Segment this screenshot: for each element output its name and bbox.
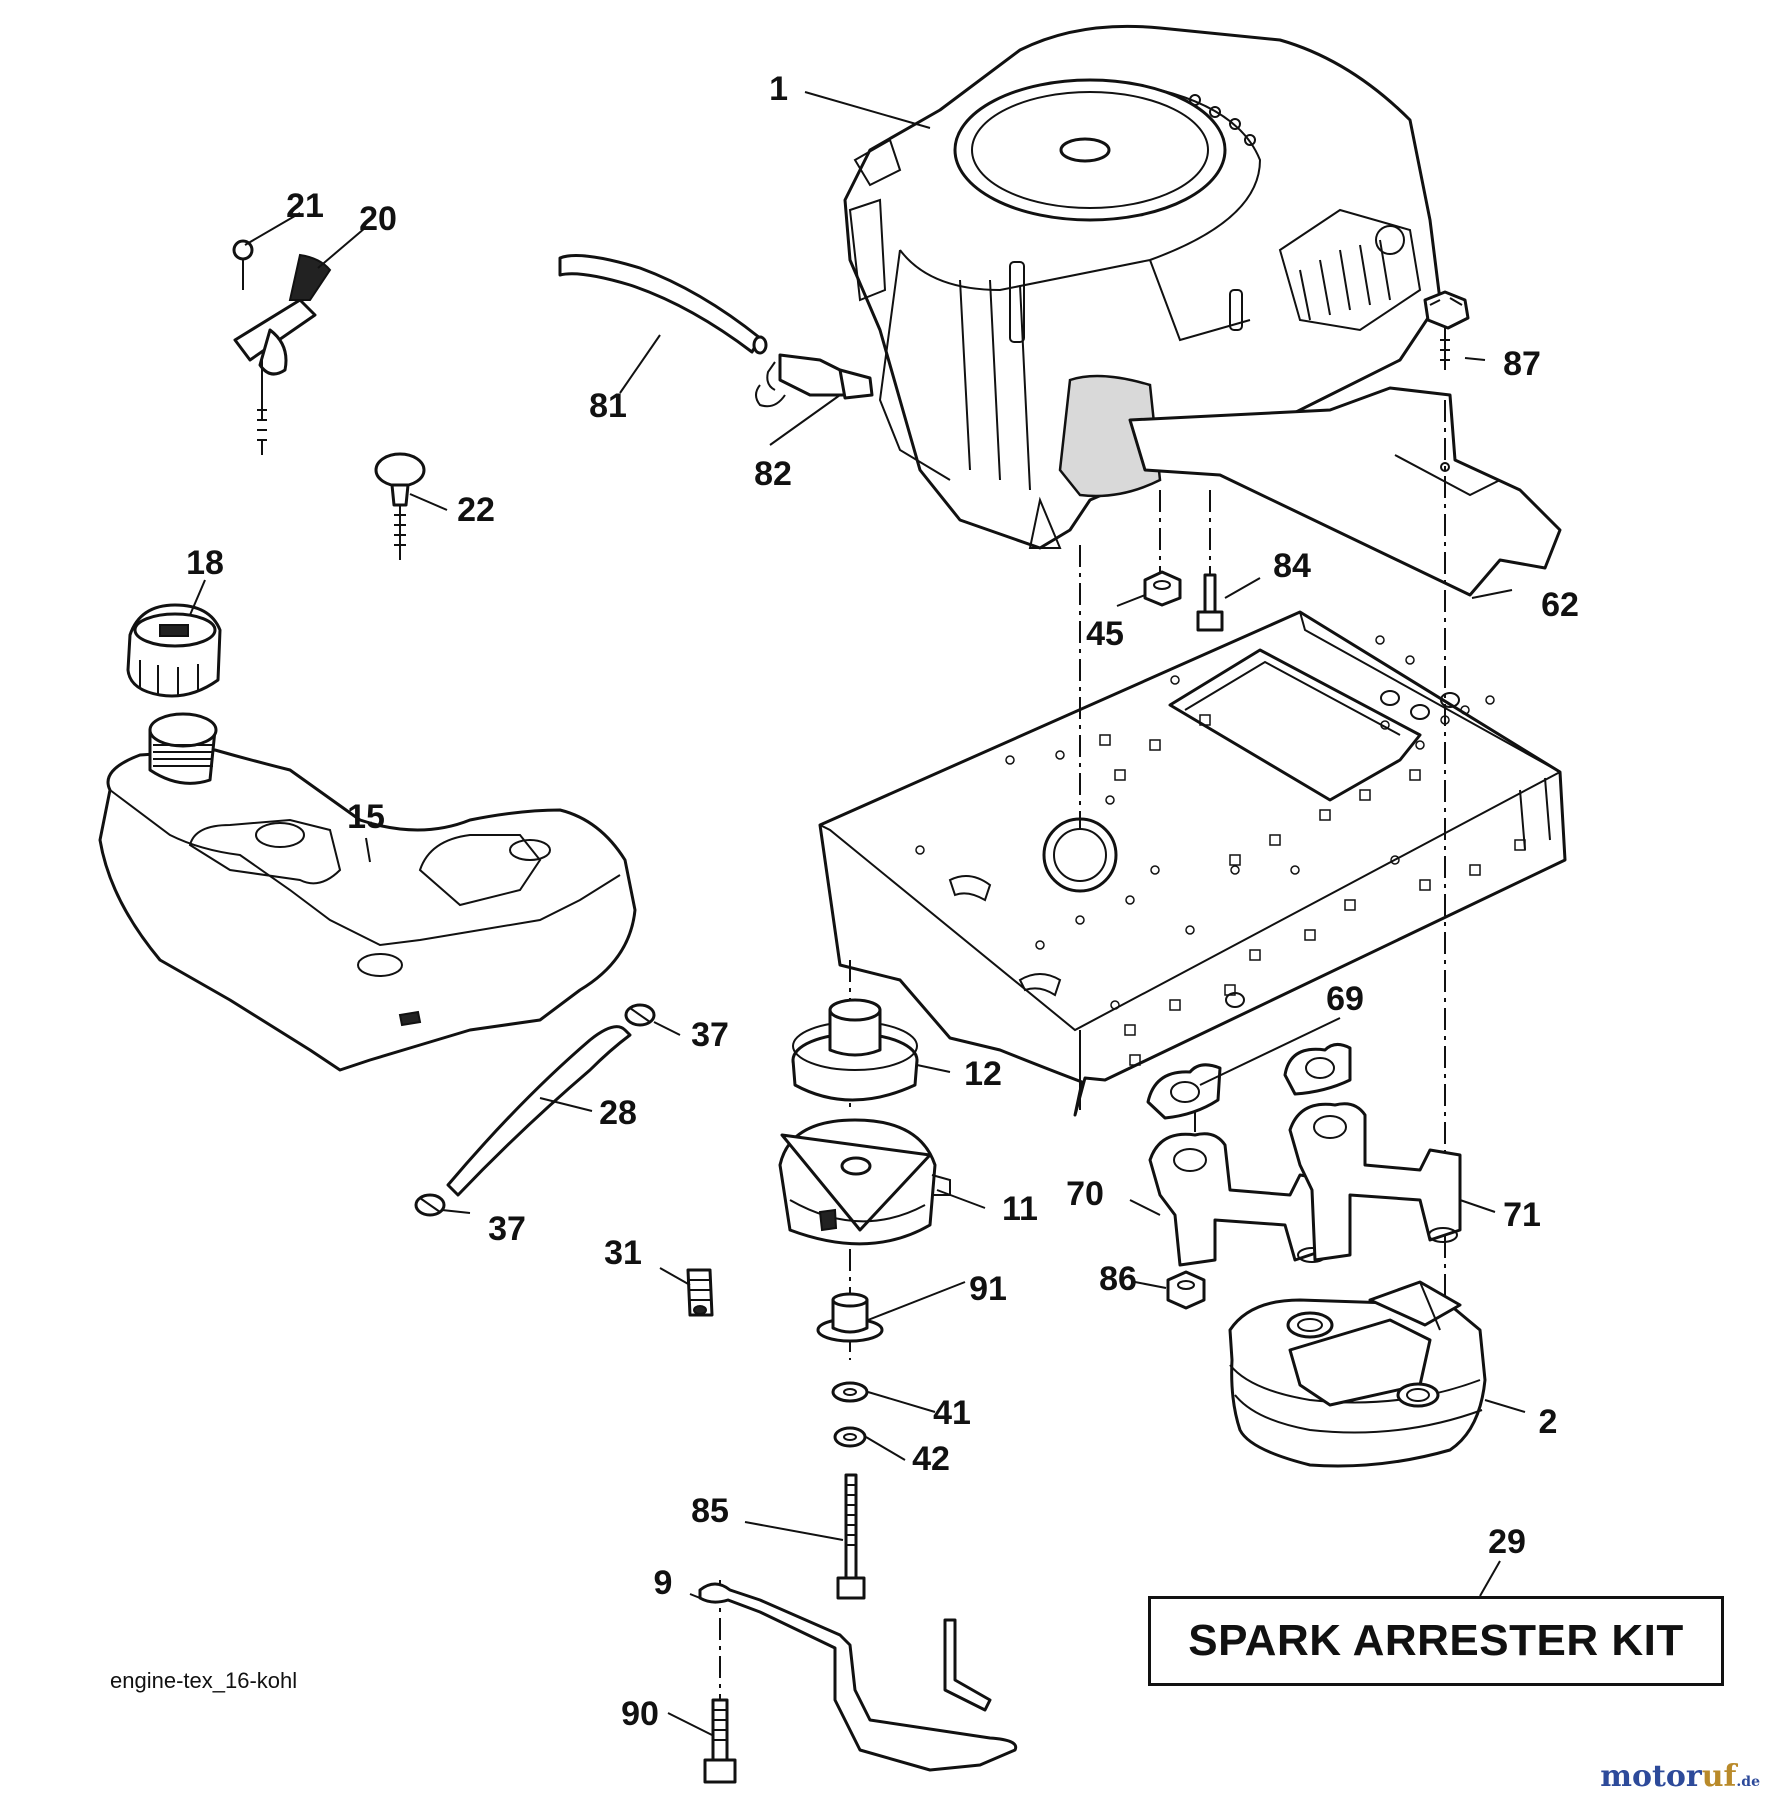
washer-41-part bbox=[831, 1381, 869, 1403]
callout-12: 12 bbox=[964, 1055, 1002, 1093]
callout-81: 81 bbox=[589, 387, 627, 425]
nut-45-part bbox=[1143, 570, 1182, 607]
callout-31: 31 bbox=[604, 1234, 642, 1272]
site-watermark: motoruf.de bbox=[1600, 1759, 1760, 1794]
engine-part bbox=[843, 24, 1442, 550]
callout-11: 11 bbox=[1002, 1190, 1038, 1228]
callout-71: 71 bbox=[1503, 1196, 1541, 1234]
callout-84: 84 bbox=[1273, 547, 1311, 585]
callout-87: 87 bbox=[1503, 345, 1541, 383]
clutch-11-part bbox=[778, 1118, 951, 1246]
throttle-control-part bbox=[232, 239, 332, 455]
watermark-part2: uf bbox=[1701, 1759, 1737, 1794]
callout-28: 28 bbox=[599, 1094, 637, 1132]
exhaust-pipe-70-part bbox=[1148, 1132, 1332, 1267]
bolt-84-part bbox=[1196, 573, 1224, 632]
callout-62: 62 bbox=[1541, 586, 1579, 624]
watermark-part1: motor bbox=[1600, 1759, 1702, 1794]
callout-18: 18 bbox=[186, 544, 224, 582]
callout-22: 22 bbox=[457, 491, 495, 529]
callout-85: 85 bbox=[691, 1492, 729, 1530]
callout-70: 70 bbox=[1066, 1175, 1104, 1213]
diagram-caption: engine-tex_16-kohl bbox=[110, 1668, 297, 1693]
gasket-69-part bbox=[1146, 1043, 1352, 1120]
callout-15: 15 bbox=[347, 798, 385, 836]
nut-86-part bbox=[1166, 1270, 1206, 1310]
callout-42: 42 bbox=[912, 1440, 950, 1478]
primer-knob-part bbox=[374, 452, 426, 560]
callout-82: 82 bbox=[754, 455, 792, 493]
heat-shield-part bbox=[1128, 386, 1562, 597]
fuel-tank-part bbox=[98, 712, 637, 1072]
fuel-cap-part bbox=[126, 603, 222, 698]
callout-45: 45 bbox=[1086, 615, 1124, 653]
bolt-90-part bbox=[703, 1698, 737, 1784]
callout-1: 1 bbox=[769, 70, 788, 108]
callout-86: 86 bbox=[1099, 1260, 1137, 1298]
hose-clamp-lower-part bbox=[414, 1193, 446, 1217]
callout-91: 91 bbox=[969, 1270, 1007, 1308]
callout-2: 2 bbox=[1539, 1403, 1558, 1441]
leader-lines bbox=[189, 91, 1526, 1736]
callout-69: 69 bbox=[1326, 980, 1364, 1018]
rod-9-part bbox=[698, 1582, 1018, 1772]
pulley-12-part bbox=[791, 998, 919, 1102]
callout-9: 9 bbox=[654, 1564, 673, 1602]
fuel-filter-part bbox=[755, 353, 874, 408]
muffler-part bbox=[1228, 1280, 1487, 1468]
setscrew-31-part bbox=[686, 1268, 714, 1317]
exhaust-pipe-71-part bbox=[1288, 1102, 1462, 1262]
chassis-frame-part bbox=[818, 610, 1567, 1117]
callout-21: 21 bbox=[286, 187, 324, 225]
hose-clamp-upper-part bbox=[624, 1003, 656, 1027]
callout-29: 29 bbox=[1488, 1523, 1526, 1561]
fuel-hose-part bbox=[446, 1025, 632, 1197]
callout-90: 90 bbox=[621, 1695, 659, 1733]
bolt-85-part bbox=[836, 1473, 866, 1600]
spark-arrester-kit-label: SPARK ARRESTER KIT bbox=[1188, 1616, 1684, 1665]
bolt-87-part bbox=[1423, 290, 1470, 370]
callout-41: 41 bbox=[933, 1394, 971, 1432]
callout-37-lower: 37 bbox=[488, 1210, 526, 1248]
callout-20: 20 bbox=[359, 200, 397, 238]
spark-arrester-kit-box: SPARK ARRESTER KIT bbox=[1148, 1596, 1724, 1686]
callout-37-upper: 37 bbox=[691, 1016, 729, 1054]
watermark-suffix: .de bbox=[1736, 1774, 1760, 1790]
washer-42-part bbox=[833, 1426, 867, 1448]
bushing-91-part bbox=[816, 1292, 884, 1343]
callout-numbers: 1 2 9 11 12 15 18 20 21 22 28 29 31 37 3… bbox=[186, 70, 1579, 1733]
fuel-line-part bbox=[558, 254, 768, 355]
